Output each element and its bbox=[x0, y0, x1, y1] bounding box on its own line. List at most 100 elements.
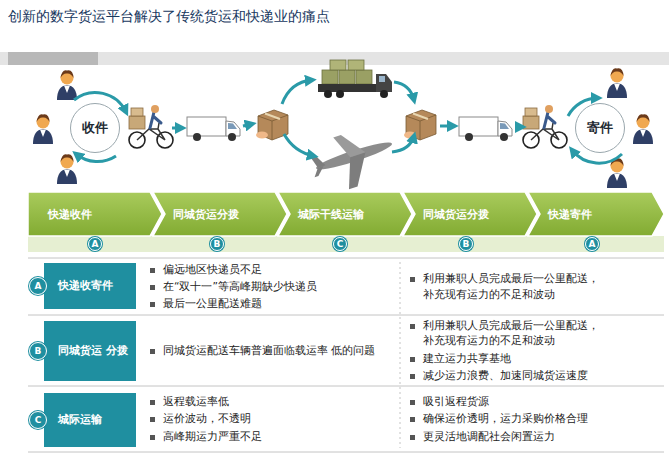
table-rules bbox=[28, 258, 664, 259]
stage-strip bbox=[28, 236, 664, 252]
table-cell-group: 偏远地区快递员不足在“双十一”等高峰期缺少快递员最后一公里配送难题 bbox=[150, 258, 390, 315]
truck-icon bbox=[322, 70, 338, 84]
stage-letter: A bbox=[88, 237, 102, 251]
node-text: B bbox=[214, 240, 221, 249]
bullet-square bbox=[410, 400, 415, 405]
bullet-square bbox=[410, 374, 415, 379]
bullet-item: 在“双十一”等高峰期缺少快递员 bbox=[150, 279, 390, 294]
stage-chevron: 同城货运分拨 bbox=[403, 192, 537, 236]
flow-circle: 收件 bbox=[70, 103, 120, 153]
table-cell: 减少运力浪费、加速同城货运速度 bbox=[423, 368, 664, 383]
node-text: C bbox=[35, 416, 42, 425]
bullet-item: 建立运力共享基地 bbox=[410, 351, 664, 366]
truck-icon bbox=[318, 60, 392, 98]
stage-chevron: 快递寄件 bbox=[528, 192, 664, 236]
vans bbox=[187, 117, 240, 141]
stage-chevron: 同城货运分拨 bbox=[153, 192, 287, 236]
chevron-shape bbox=[278, 192, 412, 236]
node-text: 同城货运分拨 bbox=[173, 207, 239, 222]
bullet-item: 利用兼职人员完成最后一公里配送， 补充现有运力的不足和波动 bbox=[410, 271, 664, 301]
bullet-item: 最后一公里配送难题 bbox=[150, 296, 390, 311]
table-cell: 同城货运配送车辆普遍面临载运率 低的问题 bbox=[163, 343, 390, 358]
bullet-square bbox=[150, 435, 155, 440]
table-cell: 偏远地区快递员不足 bbox=[163, 262, 390, 277]
bullet-item: 减少运力浪费、加速同城货运速度 bbox=[410, 368, 664, 383]
people-icons bbox=[33, 114, 53, 144]
truck-icon bbox=[348, 60, 364, 70]
flow-arrows bbox=[392, 136, 414, 152]
people-icons bbox=[57, 70, 77, 100]
plane-icon bbox=[305, 121, 402, 198]
table-cell: 吸引返程货源 bbox=[423, 394, 664, 409]
flow-arrows bbox=[284, 134, 314, 156]
bullet-item: 高峰期运力严重不足 bbox=[150, 429, 390, 444]
row-letter: C bbox=[29, 411, 47, 429]
bullet-square bbox=[150, 349, 155, 354]
node-text: 快递寄件 bbox=[548, 207, 592, 222]
flow-arrows bbox=[76, 154, 116, 162]
truck-icon bbox=[380, 90, 388, 98]
bullet-square bbox=[410, 324, 415, 329]
people-icons bbox=[607, 68, 627, 98]
table-cell: 更灵活地调配社会闲置运力 bbox=[423, 429, 664, 444]
chevron-shape bbox=[153, 192, 287, 236]
flow-circle: 寄件 bbox=[575, 103, 625, 153]
table-cell: 运价波动，不透明 bbox=[163, 411, 390, 426]
table-rules bbox=[28, 386, 664, 387]
node-text: C bbox=[337, 240, 344, 249]
node-text: A bbox=[92, 240, 99, 249]
plane-icon bbox=[340, 152, 375, 189]
bullet-item: 利用兼职人员完成最后一公里配送， 补充现有运力的不足和波动 bbox=[410, 318, 664, 348]
node-text: 同城货运 分拨 bbox=[58, 343, 128, 358]
flow-arrows bbox=[440, 125, 454, 128]
table-rules bbox=[400, 262, 401, 448]
node-text: 快递收件 bbox=[48, 207, 92, 222]
flow-arrows bbox=[243, 124, 252, 126]
node-text: 同城货运分拨 bbox=[423, 207, 489, 222]
table-rules bbox=[28, 315, 664, 316]
node-text: 城际运输 bbox=[58, 412, 102, 427]
vans bbox=[187, 117, 512, 141]
parcels bbox=[256, 110, 436, 140]
flow-arrows bbox=[172, 127, 182, 130]
table-cell: 返程载运率低 bbox=[163, 394, 390, 409]
truck-icon bbox=[339, 70, 355, 84]
parcels bbox=[404, 110, 436, 140]
node-text: 城际干线运输 bbox=[298, 207, 364, 222]
row-header: C城际运输 bbox=[44, 393, 136, 447]
stage-letter: B bbox=[459, 237, 473, 251]
table-cell: 利用兼职人员完成最后一公里配送， 补充现有运力的不足和波动 bbox=[423, 318, 664, 348]
table-cell: 确保运价透明，运力采购价格合理 bbox=[423, 411, 664, 426]
stage-chevron: 快递收件 bbox=[28, 192, 162, 236]
truck-icon bbox=[330, 60, 346, 70]
stage-letter: C bbox=[333, 237, 347, 251]
truck-icon bbox=[379, 76, 385, 82]
table-cell-group: 同城货运配送车辆普遍面临载运率 低的问题 bbox=[150, 315, 390, 386]
chevron-shape bbox=[403, 192, 537, 236]
plane-icon bbox=[333, 129, 365, 160]
table-cell: 建立运力共享基地 bbox=[423, 351, 664, 366]
flow-arrows bbox=[394, 82, 414, 100]
bullet-square bbox=[410, 435, 415, 440]
node-text: 收件 bbox=[82, 119, 108, 137]
chevron-shape bbox=[28, 192, 162, 236]
table-cell-group: 利用兼职人员完成最后一公里配送， 补充现有运力的不足和波动 bbox=[410, 258, 664, 315]
people-icons bbox=[57, 154, 77, 184]
table-cell: 最后一公里配送难题 bbox=[163, 296, 390, 311]
bullet-square bbox=[410, 357, 415, 362]
chevron-shape bbox=[528, 192, 664, 236]
table-cell-group: 吸引返程货源确保运价透明，运力采购价格合理更灵活地调配社会闲置运力 bbox=[410, 386, 664, 452]
stage-letter: B bbox=[210, 237, 224, 251]
node-text: A bbox=[589, 240, 596, 249]
node-text: B bbox=[463, 240, 470, 249]
header-band bbox=[8, 52, 98, 65]
stage-chevron: 城际干线运输 bbox=[278, 192, 412, 236]
courier-bikes bbox=[129, 105, 173, 148]
table-rules bbox=[28, 258, 664, 452]
table-cell-group: 利用兼职人员完成最后一公里配送， 补充现有运力的不足和波动建立运力共享基地减少运… bbox=[410, 315, 664, 386]
bullet-item: 确保运价透明，运力采购价格合理 bbox=[410, 411, 664, 426]
bullet-item: 返程载运率低 bbox=[150, 394, 390, 409]
bullet-square bbox=[150, 417, 155, 422]
flow-arrows bbox=[282, 80, 312, 104]
